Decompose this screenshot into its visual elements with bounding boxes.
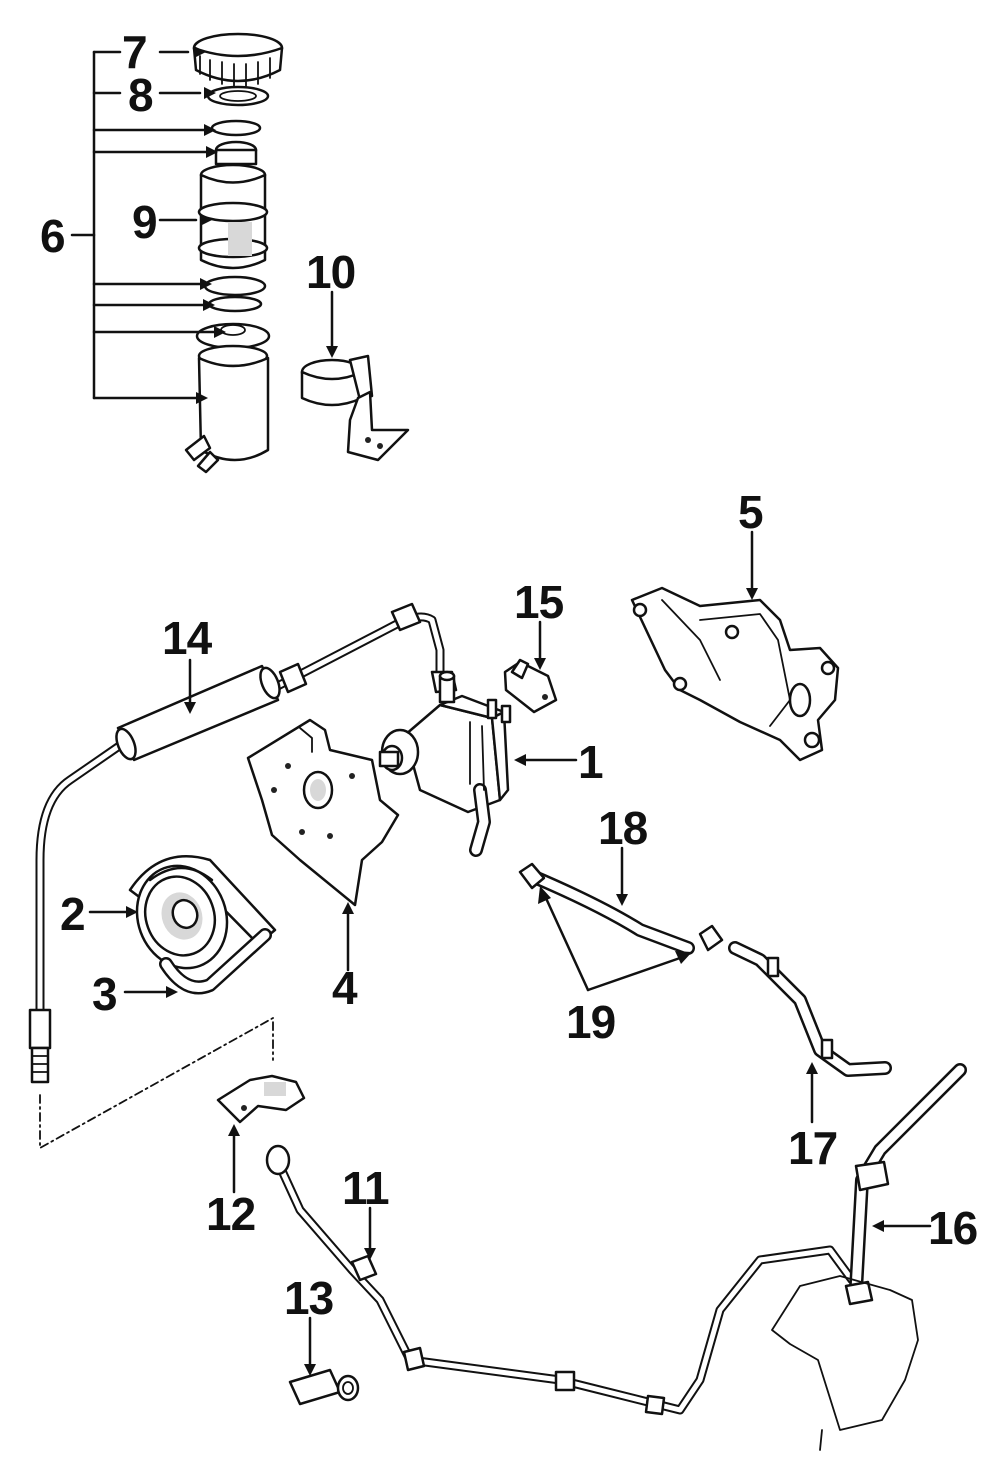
hose-clamps: [518, 862, 724, 952]
callout-7: 7: [122, 26, 147, 78]
callout-6: 6: [40, 210, 65, 262]
return-pipe: [728, 941, 892, 1077]
pressure-line: [265, 1144, 857, 1416]
callout-9: 9: [132, 196, 157, 248]
callout-12: 12: [206, 1188, 255, 1240]
return-hose: [525, 869, 695, 955]
drive-belt: [159, 928, 272, 995]
pressure-hose-lower: [844, 1063, 967, 1306]
callout-3: 3: [92, 968, 117, 1020]
callout-16: 16: [928, 1202, 977, 1254]
engine-bracket: [630, 586, 840, 762]
callout-19: 19: [566, 996, 615, 1048]
line-bracket: [216, 1074, 306, 1124]
reservoir-leader-lines: [70, 46, 226, 404]
callout-8: 8: [128, 69, 153, 121]
reservoir-clamp-bracket: [300, 354, 410, 462]
steering-gear: [771, 1275, 919, 1451]
callout-13: 13: [284, 1272, 333, 1324]
callout-17: 17: [788, 1122, 837, 1174]
power-steering-pump: [378, 670, 512, 857]
callout-14: 14: [162, 612, 213, 664]
pump-pulley: [128, 855, 277, 970]
callout-10: 10: [306, 246, 355, 298]
callout-1: 1: [578, 736, 603, 788]
callout-4: 4: [332, 962, 358, 1014]
callout-18: 18: [598, 802, 648, 854]
callout-15: 15: [514, 576, 564, 628]
pressure-hose: [28, 602, 458, 1084]
pump-small-bracket: [503, 658, 558, 714]
callout-2: 2: [60, 888, 85, 940]
line-clip: [288, 1368, 360, 1406]
callout-11: 11: [342, 1162, 389, 1214]
reservoir-assembly: [184, 32, 284, 474]
pump-mounting-plate: [246, 718, 400, 907]
callout-5: 5: [738, 486, 763, 538]
